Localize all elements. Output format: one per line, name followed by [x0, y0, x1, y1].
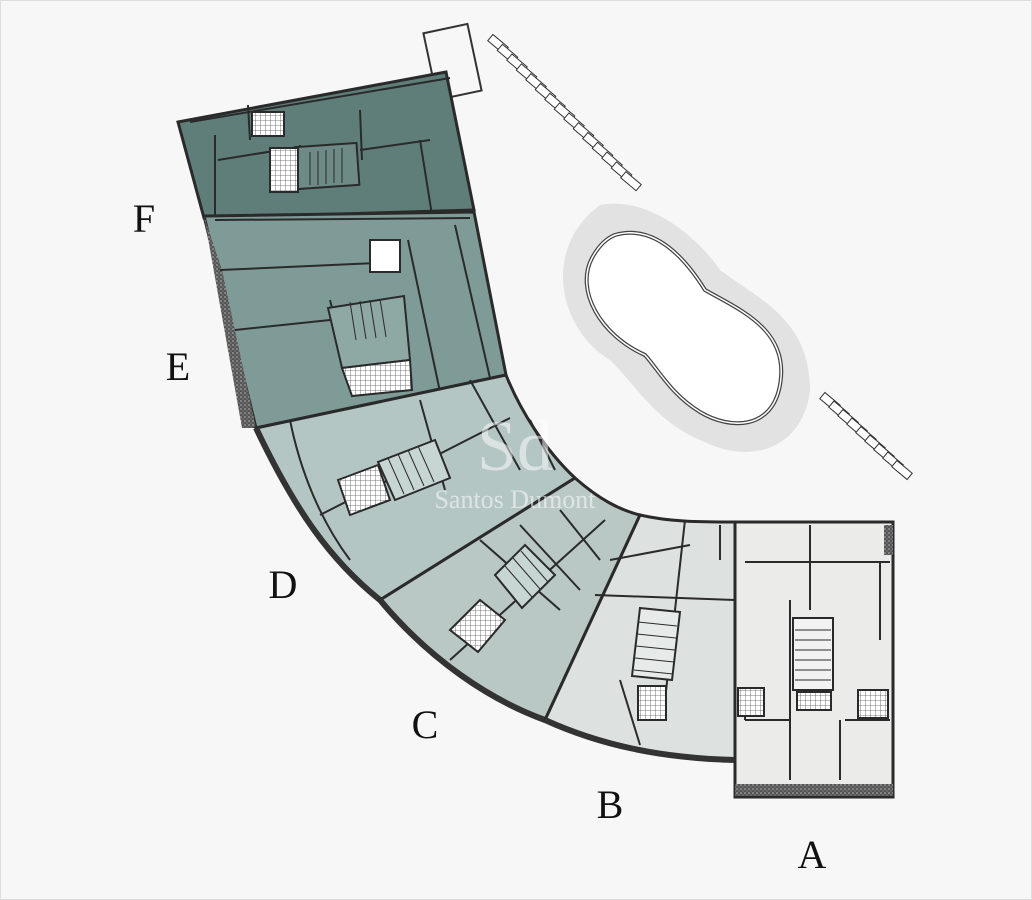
pool-area: [562, 203, 810, 452]
bath-d1: [336, 463, 392, 517]
stair-a: [792, 617, 834, 691]
block-b: [543, 513, 737, 763]
block-label-b: B: [597, 782, 624, 827]
bath-f1: [251, 111, 285, 137]
block-a-garden: [735, 784, 893, 796]
core-e: [326, 294, 412, 370]
block-c: [377, 476, 643, 723]
stair-d: [376, 438, 452, 502]
sun-lounger: [891, 459, 913, 481]
block-a: [733, 520, 895, 799]
block-e-garden: [204, 216, 256, 428]
sun-lounger: [620, 171, 642, 192]
sun-loungers-top: [487, 33, 642, 192]
watermark-brand: Santos Dumont: [434, 485, 596, 514]
sun-loungers-right: [819, 391, 913, 481]
block-e: [202, 210, 508, 430]
bath-b1: [637, 685, 667, 721]
block-c-edge: [377, 598, 547, 723]
stair-b: [630, 606, 682, 682]
watermark: Sd Santos Dumont: [434, 406, 596, 514]
block-label-d: D: [269, 562, 298, 607]
block-label-c: C: [412, 702, 439, 747]
block-label-a: A: [798, 832, 827, 877]
bath-a1: [737, 687, 765, 717]
bath-a3: [857, 689, 889, 719]
block-label-f: F: [133, 196, 155, 241]
block-d-edge: [253, 426, 382, 603]
bath-c1: [448, 598, 507, 654]
bath-f2: [269, 147, 299, 193]
watermark-monogram: Sd: [477, 406, 553, 486]
stair-c: [493, 543, 557, 610]
bath-e2: [340, 358, 414, 398]
block-b-edge: [543, 717, 736, 763]
bath-e1: [369, 239, 401, 273]
bath-a2: [796, 691, 832, 711]
block-label-e: E: [166, 344, 190, 389]
stair-f: [293, 141, 361, 191]
